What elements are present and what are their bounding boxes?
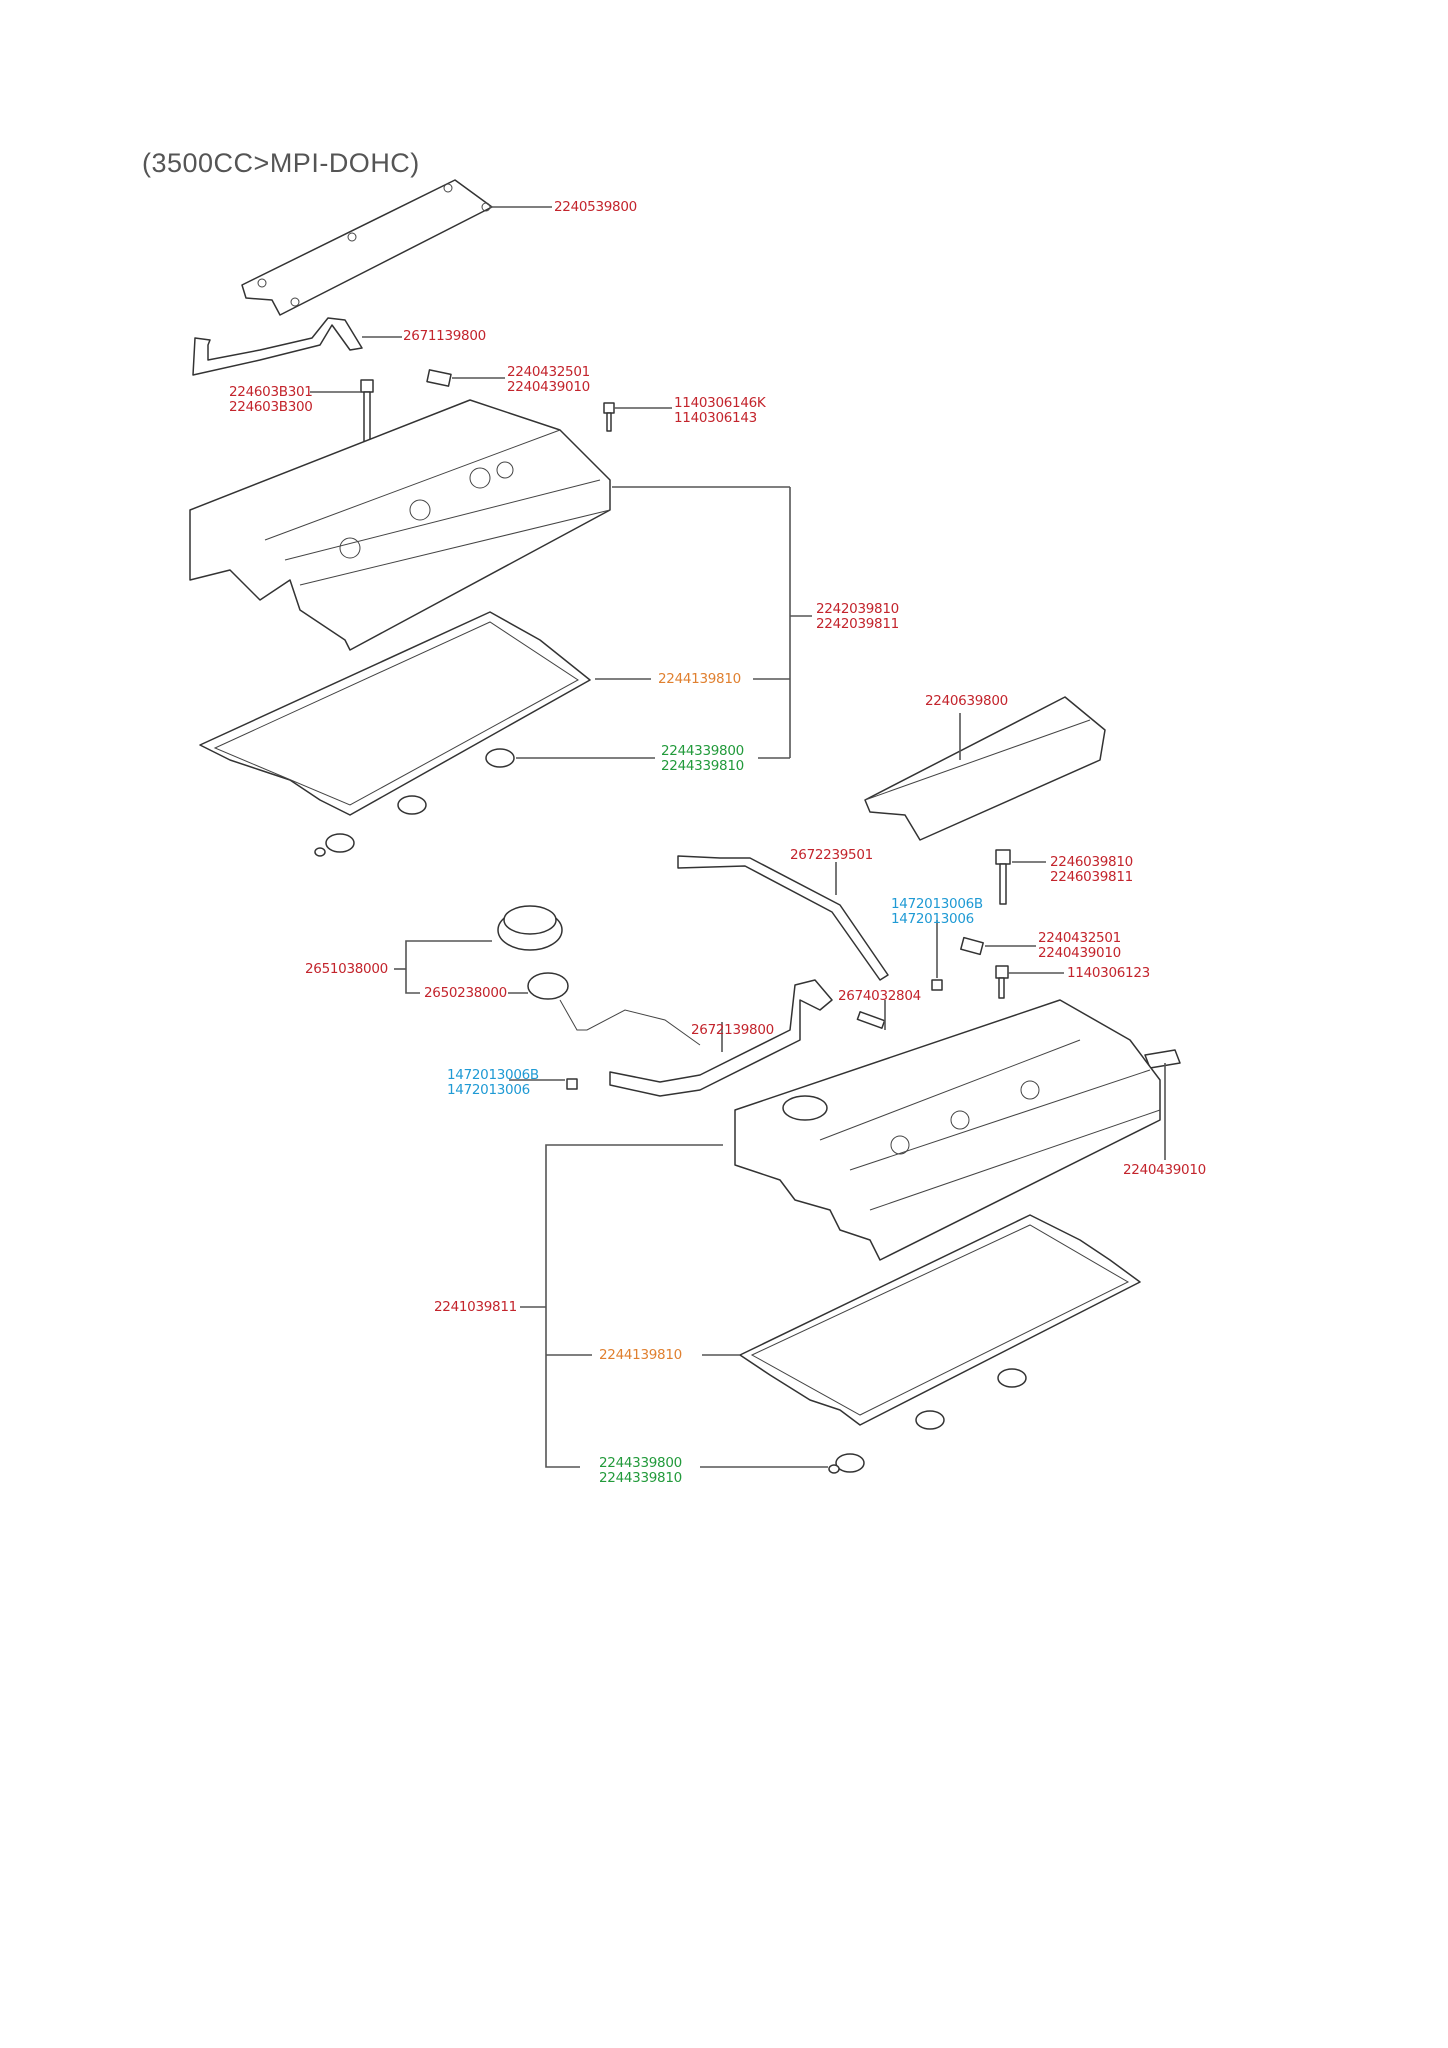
diagram-title: (3500CC>MPI-DOHC) bbox=[142, 148, 420, 178]
part-number[interactable]: 2650238000 bbox=[424, 985, 507, 1001]
upper-valve-cover-gasket bbox=[199, 611, 591, 816]
part-number[interactable]: 2674032804 bbox=[838, 988, 921, 1004]
part-number[interactable]: 224603B300 bbox=[229, 399, 313, 415]
part-number[interactable]: 1472013006 bbox=[447, 1082, 530, 1098]
lower-hose-a bbox=[677, 855, 889, 981]
callout-lower-bolt[interactable]: 1140306123 bbox=[1067, 966, 1150, 981]
part-number[interactable]: 224603B301 bbox=[229, 384, 313, 400]
part-number[interactable]: 2241039811 bbox=[434, 1299, 517, 1315]
lower-ignition-cover bbox=[864, 696, 1106, 841]
part-number[interactable]: 2246039811 bbox=[1050, 869, 1133, 885]
part-number[interactable]: 1472013006B bbox=[891, 896, 983, 912]
part-number[interactable]: 2672239501 bbox=[790, 847, 873, 863]
lower-hose-b bbox=[609, 979, 833, 1097]
part-number[interactable]: 2244339800 bbox=[661, 743, 744, 759]
part-number[interactable]: 2242039810 bbox=[816, 601, 899, 617]
callout-lower-hose-a[interactable]: 2672239501 bbox=[790, 848, 873, 863]
upper-breather-hose bbox=[192, 317, 363, 376]
part-number[interactable]: 2246039810 bbox=[1050, 854, 1133, 870]
part-number[interactable]: 1472013006 bbox=[891, 911, 974, 927]
part-number[interactable]: 2244339810 bbox=[599, 1470, 682, 1486]
long-bolt-upper bbox=[360, 379, 374, 393]
callout-cap-gasket[interactable]: 2650238000 bbox=[424, 986, 507, 1001]
callout-upper-gasket[interactable]: 2244139810 bbox=[658, 672, 741, 687]
part-number[interactable]: 1140306143 bbox=[674, 410, 757, 426]
callout-lower-head-cover-assy[interactable]: 2241039811 bbox=[434, 1300, 517, 1315]
part-number[interactable]: 2240539800 bbox=[554, 199, 637, 215]
callout-lower-cover[interactable]: 2240639800 bbox=[925, 694, 1008, 709]
part-number[interactable]: 2672139800 bbox=[691, 1022, 774, 1038]
part-number[interactable]: 2240432501 bbox=[507, 364, 590, 380]
lower-head-cover bbox=[734, 999, 1161, 1261]
part-number[interactable]: 2244339800 bbox=[599, 1455, 682, 1471]
part-number[interactable]: 1140306123 bbox=[1067, 965, 1150, 981]
part-number[interactable]: 2244339810 bbox=[661, 758, 744, 774]
part-number[interactable]: 2242039811 bbox=[816, 616, 899, 632]
part-number[interactable]: 2240439010 bbox=[507, 379, 590, 395]
part-number[interactable]: 1140306146K bbox=[674, 395, 766, 411]
callout-lower-gasket[interactable]: 2244139810 bbox=[599, 1348, 682, 1363]
top-cover-plate bbox=[241, 179, 493, 316]
part-number[interactable]: 2651038000 bbox=[305, 961, 388, 977]
cap-gasket-ring bbox=[527, 972, 569, 1000]
part-number[interactable]: 2244139810 bbox=[658, 671, 741, 687]
part-number[interactable]: 1472013006B bbox=[447, 1067, 539, 1083]
callout-pcv-valve[interactable]: 2674032804 bbox=[838, 989, 921, 1004]
part-number[interactable]: 2240432501 bbox=[1038, 930, 1121, 946]
part-number[interactable]: 2240639800 bbox=[925, 693, 1008, 709]
callout-top-cover[interactable]: 2240539800 bbox=[554, 200, 637, 215]
callout-oil-filler-cap[interactable]: 2651038000 bbox=[305, 962, 388, 977]
part-number[interactable]: 2240439010 bbox=[1123, 1162, 1206, 1178]
part-number[interactable]: 2671139800 bbox=[403, 328, 486, 344]
callout-upper-hose[interactable]: 2671139800 bbox=[403, 329, 486, 344]
callout-lower-small-nipple[interactable]: 2240439010 bbox=[1123, 1163, 1206, 1178]
callout-lower-hose-b[interactable]: 2672139800 bbox=[691, 1023, 774, 1038]
lower-valve-cover-gasket bbox=[739, 1214, 1141, 1426]
part-number[interactable]: 2240439010 bbox=[1038, 945, 1121, 961]
part-number[interactable]: 2244139810 bbox=[599, 1347, 682, 1363]
